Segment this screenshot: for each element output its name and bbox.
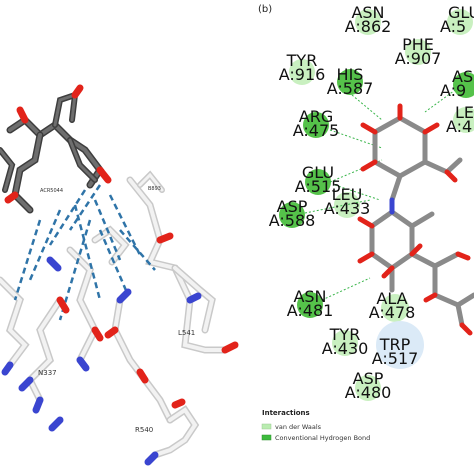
disc-his587	[337, 69, 363, 95]
ligand-2d	[357, 103, 474, 336]
res-glu-top-num: A:5	[440, 17, 466, 36]
res-phe907-name: PHE	[402, 35, 434, 54]
protein-sticks	[0, 170, 229, 459]
hydrogen-bond-dashes	[13, 184, 156, 321]
res-arg475-num: A:475	[293, 121, 340, 140]
disc-glu-top	[447, 9, 473, 35]
disc-tyr430	[332, 330, 358, 356]
legend-title: Interactions	[262, 409, 310, 417]
res-glu515-name: GLU	[302, 163, 334, 182]
res-glu-top-name: GLU	[448, 3, 474, 22]
disc-ala478	[381, 294, 409, 322]
disc-asn-right	[453, 72, 474, 98]
res-his587-name: HIS	[337, 65, 364, 84]
interactions-legend: Interactions van der Waals Conventional …	[261, 409, 370, 442]
res-asp588-name: ASP	[277, 197, 308, 216]
disc-phe907	[405, 39, 431, 65]
res-tyr430-name: TYR	[329, 325, 361, 344]
res-trp517-num: A:517	[372, 349, 419, 368]
legend-label-vdw: van der Waals	[275, 423, 322, 431]
disc-asn862	[355, 9, 381, 35]
res-asn-right-num: A:9	[440, 81, 466, 100]
res-asn-right-name: ASN	[452, 67, 474, 86]
label-3d-b893: B893	[148, 186, 161, 192]
res-asn481-name: ASN	[293, 287, 326, 306]
res-leu-right-num: A:4	[446, 117, 472, 136]
panel-3d-view: L541 N337 R540 B893 ACR5044	[0, 84, 239, 466]
disc-glu515	[305, 169, 331, 195]
res-asp588-num: A:588	[269, 211, 316, 230]
residue-labels: ASN A:862 GLU A:5 PHE A:907 TYR A:916 HI…	[269, 3, 474, 402]
residue-discs	[279, 9, 474, 401]
res-leu433-name: LEU	[332, 185, 363, 204]
res-tyr916-num: A:916	[279, 65, 326, 84]
res-leu-right-name: LE	[455, 103, 474, 122]
res-his587-num: A:587	[327, 79, 374, 98]
legend-swatch-hbond	[261, 434, 272, 441]
label-3d-acr: ACR5044	[40, 188, 63, 194]
label-3d-r540: R540	[135, 426, 153, 434]
disc-tyr916	[289, 59, 315, 85]
res-asp480-name: ASP	[353, 369, 384, 388]
disc-asp588	[279, 202, 305, 228]
disc-asn481	[297, 292, 323, 318]
res-arg475-name: ARG	[299, 107, 333, 126]
res-asn862-num: A:862	[345, 17, 392, 36]
res-ala478-num: A:478	[369, 303, 416, 322]
legend-label-hbond: Conventional Hydrogen Bond	[275, 434, 370, 442]
label-3d-n337: N337	[38, 369, 57, 377]
res-ala478-name: ALA	[376, 289, 407, 308]
disc-leu-right	[453, 107, 474, 133]
res-asn481-num: A:481	[287, 301, 334, 320]
panel-label: (b)	[258, 4, 272, 15]
legend-swatch-vdw	[261, 423, 272, 430]
disc-leu433	[334, 192, 360, 218]
res-asp480-num: A:480	[345, 383, 392, 402]
res-trp517-name: TRP	[379, 335, 411, 354]
res-tyr430-num: A:430	[322, 339, 369, 358]
panel-2d-diagram: ASN A:862 GLU A:5 PHE A:907 TYR A:916 HI…	[261, 3, 474, 442]
disc-asp480	[355, 375, 381, 401]
ligand-oxygens	[357, 103, 473, 336]
res-phe907-num: A:907	[395, 49, 442, 68]
nitrogen-atoms	[1, 256, 202, 466]
res-tyr916-name: TYR	[286, 51, 318, 70]
res-leu433-num: A:433	[324, 199, 371, 218]
ligand-sticks	[0, 90, 105, 214]
oxygen-atoms	[4, 84, 239, 409]
label-3d-l541: L541	[178, 329, 195, 337]
disc-arg475	[303, 112, 329, 138]
disc-trp517	[376, 321, 424, 369]
res-asn862-name: ASN	[351, 3, 384, 22]
res-glu515-num: A:515	[295, 177, 342, 196]
